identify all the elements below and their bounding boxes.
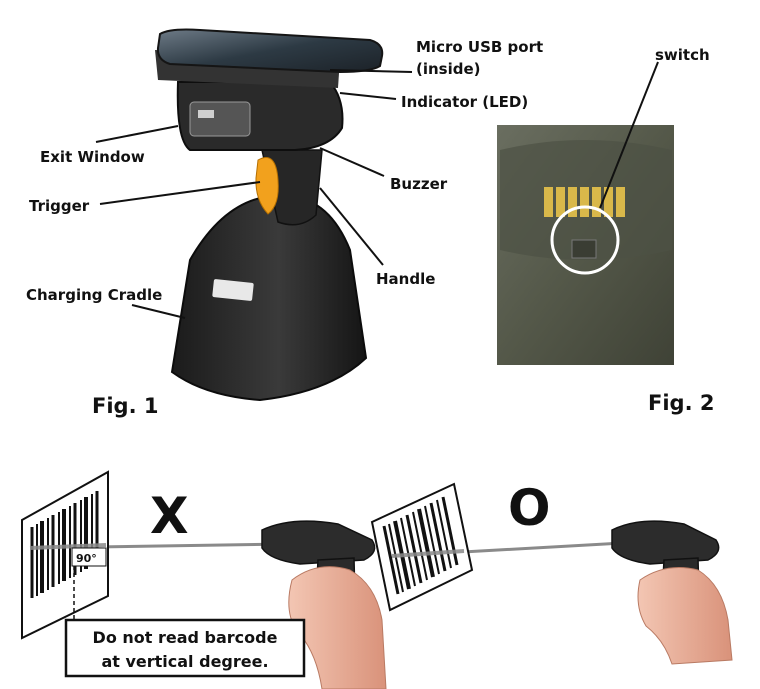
leader-indicator [339, 92, 397, 100]
fig1-caption: Fig. 1 [92, 394, 158, 418]
label-indicator: Indicator (LED) [401, 93, 528, 111]
leader-handle [319, 187, 384, 266]
handheld-scanner-right [611, 520, 733, 665]
note-line2: at vertical degree. [101, 652, 268, 671]
label-charging-cradle: Charging Cradle [26, 286, 162, 304]
switch-shape [571, 239, 597, 259]
fig1-scanner-illustration [95, 28, 413, 402]
right-mark: O [508, 479, 551, 537]
label-trigger: Trigger [29, 197, 90, 215]
battery-contacts [544, 187, 625, 217]
label-exit-window: Exit Window [40, 148, 145, 166]
leader-micro-usb [329, 69, 413, 73]
barcode-vertical [21, 470, 109, 640]
leader-buzzer [319, 147, 385, 177]
fig2-photo [497, 61, 674, 365]
switch-highlight-circle [550, 205, 620, 275]
note-line1: Do not read barcode [93, 628, 278, 647]
mounted-phone [156, 28, 384, 74]
barcode-tilted [370, 482, 474, 612]
cradle-label-plate [212, 279, 254, 301]
fig2-caption: Fig. 2 [648, 391, 714, 415]
leader-exit-window [95, 125, 179, 143]
label-switch: switch [655, 46, 710, 64]
label-micro-usb-sub: (inside) [416, 60, 481, 78]
handheld-scanner-left [261, 520, 387, 689]
trigger-shape [255, 157, 279, 215]
window-lens [198, 110, 214, 118]
label-handle: Handle [376, 270, 435, 288]
exit-window-shape [189, 101, 251, 137]
hand-right [637, 567, 733, 665]
charging-cradle-shape [170, 194, 368, 402]
leader-charging-cradle [131, 304, 186, 319]
angle-label: 90° [76, 552, 97, 565]
scanner-handle [261, 149, 323, 226]
note-box [64, 618, 306, 678]
wrong-mark: X [150, 487, 189, 545]
leader-switch [599, 61, 659, 209]
label-buzzer: Buzzer [390, 175, 448, 193]
leader-trigger [99, 181, 261, 205]
label-micro-usb: Micro USB port [416, 38, 543, 56]
